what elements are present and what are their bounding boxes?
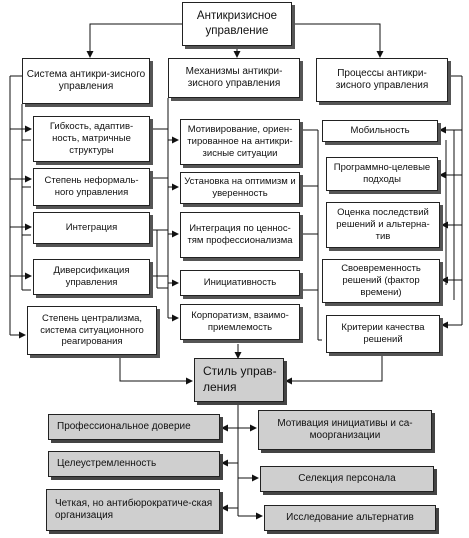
- style-left-trust: Профессиональное доверие: [48, 414, 220, 440]
- style-left-label: Четкая, но антибюрократиче-ская организа…: [55, 497, 213, 522]
- system-item-label: Гибкость, адаптив-ность, матричные струк…: [49, 121, 134, 156]
- process-item-label: Оценка последствий решений и альтерна-ти…: [336, 207, 430, 242]
- process-item-timeliness: Своевременность решений (фактор времени): [322, 259, 440, 303]
- header-mechanisms-label: Механизмы антикри-зисного управления: [185, 65, 283, 90]
- process-item-mobility: Мобильность: [322, 120, 438, 142]
- system-item-centralism: Степень централизма, система ситуационно…: [27, 306, 157, 355]
- style-label: Стиль управ-ления: [203, 364, 277, 394]
- process-item-label: Своевременность решений (фактор времени): [341, 263, 421, 298]
- mechanism-item-optimism: Установка на оптимизм и уверенность: [180, 172, 300, 204]
- style-right-label: Исследование альтернатив: [286, 511, 414, 523]
- style-box: Стиль управ-ления: [194, 358, 284, 402]
- style-right-motivation: Мотивация инициативы и са-моорганизации: [258, 410, 432, 450]
- header-system-label: Система антикри-зисного управления: [26, 68, 146, 93]
- process-item-label: Программно-целевые подходы: [333, 162, 431, 185]
- style-left-purpose: Целеустремленность: [48, 451, 220, 477]
- root-label: Антикризисное управление: [196, 10, 278, 37]
- mechanism-item-values: Интеграция по ценнос-тям профессионализм…: [180, 212, 300, 258]
- process-item-evaluation: Оценка последствий решений и альтерна-ти…: [326, 202, 440, 248]
- mechanism-item-corporatism: Корпоратизм, взаимо-приемлемость: [180, 304, 300, 340]
- style-left-label: Целеустремленность: [57, 457, 157, 469]
- header-mechanisms: Механизмы антикри-зисного управления: [168, 58, 300, 98]
- style-right-alternatives: Исследование альтернатив: [264, 505, 436, 531]
- mechanism-item-label: Корпоратизм, взаимо-приемлемость: [191, 310, 289, 333]
- mechanism-item-label: Интеграция по ценнос-тям профессионализм…: [187, 223, 293, 246]
- header-system: Система антикри-зисного управления: [22, 58, 150, 104]
- style-left-organization: Четкая, но антибюрократиче-ская организа…: [46, 489, 220, 531]
- root-box: Антикризисное управление: [182, 2, 292, 46]
- style-right-label: Мотивация инициативы и са-моорганизации: [277, 417, 413, 442]
- mechanism-item-label: Инициативность: [203, 277, 277, 289]
- process-item-program: Программно-целевые подходы: [326, 157, 438, 191]
- process-item-label: Мобильность: [350, 125, 410, 137]
- style-right-label: Селекция персонала: [298, 472, 396, 484]
- mechanism-item-initiative: Инициативность: [180, 270, 300, 296]
- style-right-selection: Селекция персонала: [260, 466, 434, 492]
- header-processes: Процессы антикри-зисного управления: [316, 58, 448, 102]
- system-item-flexibility: Гибкость, адаптив-ность, матричные струк…: [33, 116, 150, 162]
- process-item-label: Критерии качества решений: [341, 322, 425, 345]
- process-item-criteria: Критерии качества решений: [326, 315, 440, 353]
- mechanism-item-motivation: Мотивирование, ориен-тированное на антик…: [180, 119, 300, 165]
- header-processes-label: Процессы антикри-зисного управления: [335, 67, 429, 92]
- system-item-label: Степень неформаль-ного управления: [44, 175, 139, 198]
- mechanism-item-label: Мотивирование, ориен-тированное на антик…: [187, 124, 293, 159]
- system-item-diversification: Диверсификация управления: [33, 259, 150, 295]
- system-item-label: Диверсификация управления: [53, 265, 130, 288]
- mechanism-item-label: Установка на оптимизм и уверенность: [184, 176, 296, 199]
- style-left-label: Профессиональное доверие: [57, 420, 191, 432]
- system-item-label: Интеграция: [65, 222, 118, 234]
- system-item-integration: Интеграция: [33, 212, 150, 244]
- system-item-label: Степень централизма, система ситуационно…: [40, 312, 144, 348]
- system-item-informal: Степень неформаль-ного управления: [33, 168, 150, 206]
